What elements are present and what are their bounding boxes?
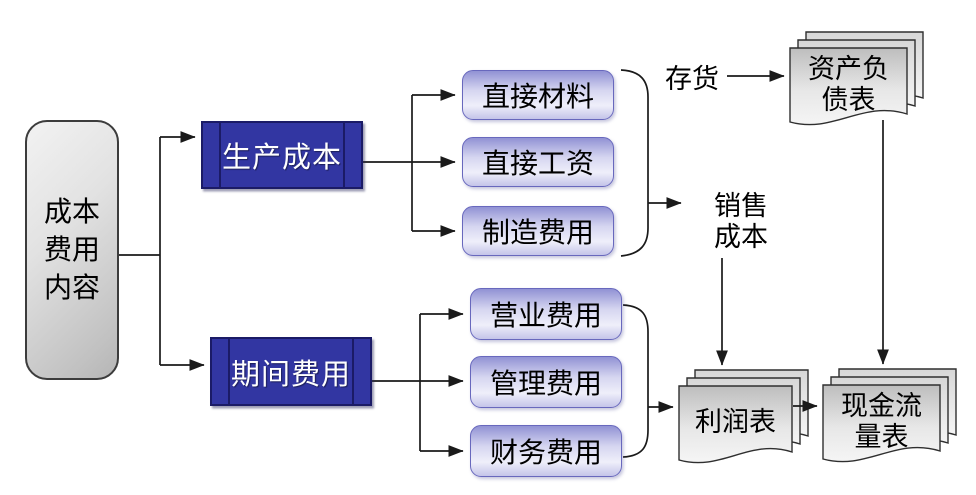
node-label: 直接工资	[481, 147, 594, 180]
income-statement-doc	[678, 369, 809, 464]
doc-sheet-front	[822, 384, 941, 463]
inner-rule-right	[352, 339, 354, 404]
node-label: 制造费用	[481, 216, 594, 249]
node-direct-wages: 直接工资	[462, 137, 614, 187]
doc-sheet-front	[678, 385, 793, 464]
node-label: 营业费用	[489, 299, 602, 332]
node-period-expense: 期间费用	[210, 337, 372, 406]
node-financial-expenses: 财务费用	[470, 425, 622, 477]
label-income-statement: 利润表	[695, 407, 776, 438]
node-cost-expense-content: 成本 费用 内容	[25, 120, 119, 380]
label-cash-flow-statement: 现金流 量表	[841, 391, 922, 453]
balance-sheet-doc	[789, 31, 924, 126]
node-label: 成本 费用 内容	[43, 195, 100, 304]
node-label: 生产成本	[221, 140, 342, 174]
inner-rule-left	[219, 123, 221, 187]
cash-flow-statement-doc	[822, 368, 957, 463]
inner-rule-left	[228, 339, 230, 404]
doc-sheet-front	[789, 47, 908, 126]
node-label: 管理费用	[489, 367, 602, 400]
node-operating-expenses: 营业费用	[470, 288, 622, 340]
brace-production-group	[620, 69, 649, 257]
node-admin-expenses: 管理费用	[470, 356, 622, 408]
node-label: 直接材料	[481, 80, 594, 113]
label-inventory: 存货	[665, 64, 719, 95]
label-cost-of-sales: 销售 成本	[714, 191, 768, 253]
label-balance-sheet: 资产负 债表	[808, 54, 889, 116]
node-manufacturing-overhead: 制造费用	[462, 206, 614, 256]
node-production-cost: 生产成本	[201, 121, 363, 189]
brace-period-group	[622, 304, 649, 458]
inner-rule-right	[343, 123, 345, 187]
node-label: 期间费用	[230, 356, 351, 391]
node-direct-materials: 直接材料	[462, 70, 614, 120]
node-label: 财务费用	[489, 436, 602, 469]
